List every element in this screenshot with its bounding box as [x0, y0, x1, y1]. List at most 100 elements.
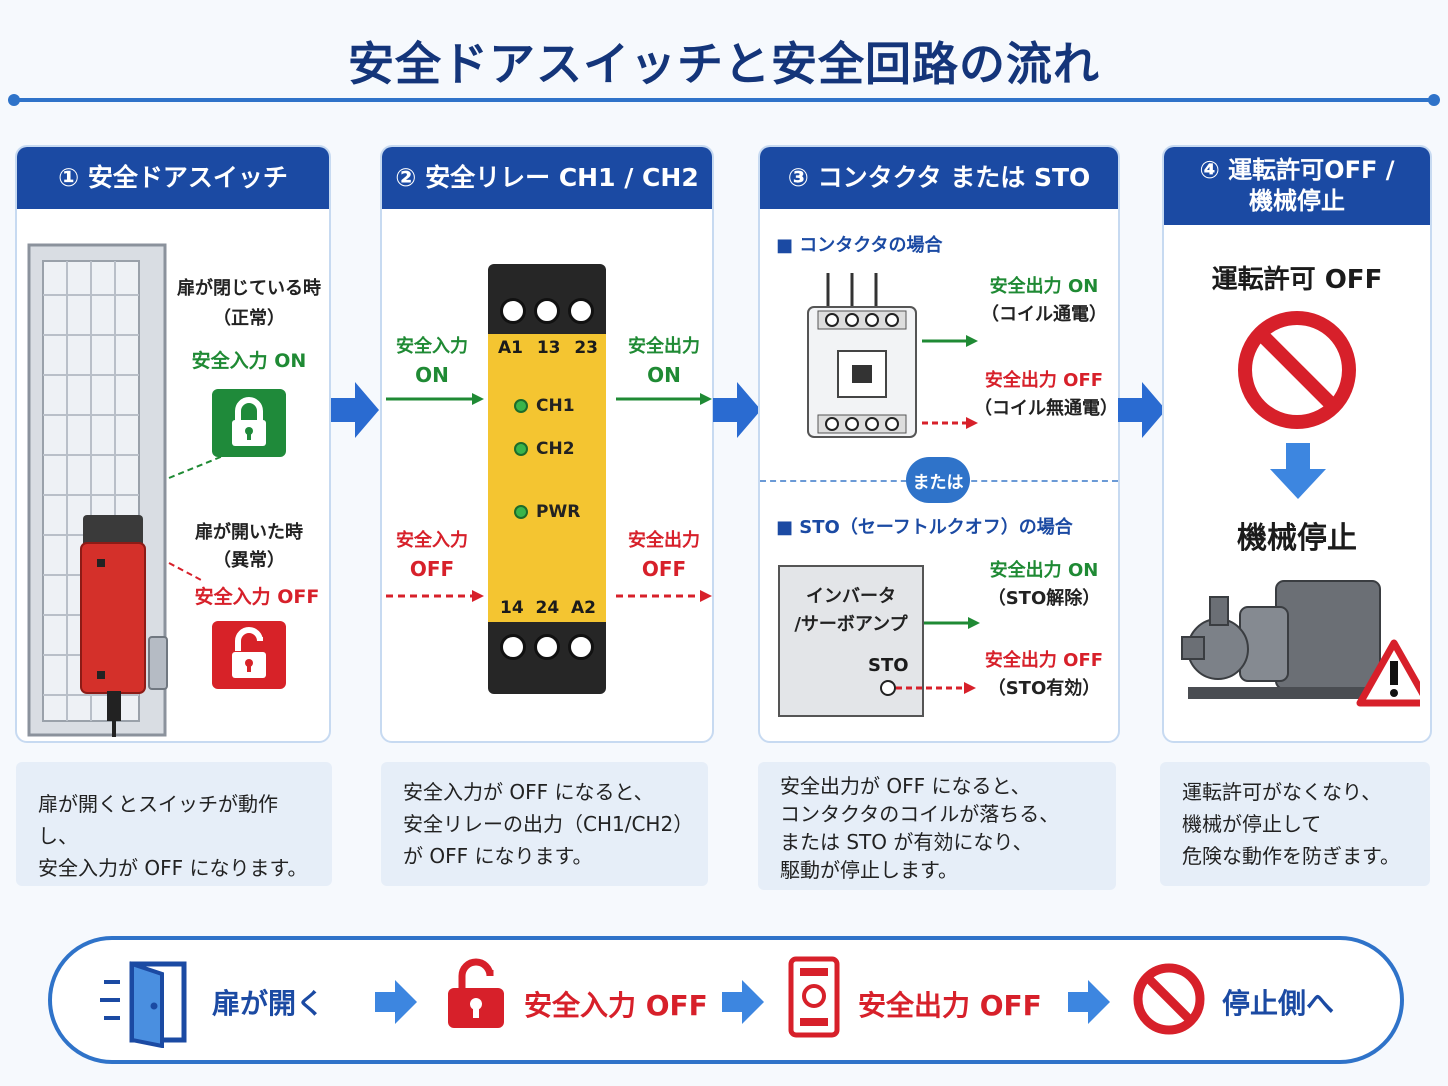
- sto-on-label: 安全出力 ON: [989, 560, 1099, 581]
- flow-arrow-3-icon: [1118, 382, 1166, 438]
- relay-output-on-arrow: [616, 393, 712, 405]
- desc-box-4: 運転許可がなくなり、 機械が停止して 危険な動作を防ぎます。: [1160, 762, 1430, 886]
- safety-input-off-label: 安全入力 OFF: [194, 586, 320, 608]
- led-ch2-label: CH2: [536, 439, 575, 459]
- desc-box-3: 安全出力が OFF になると、 コンタクタのコイルが落ちる、 または STO が…: [758, 762, 1116, 890]
- led-indicator-icon: [514, 505, 528, 519]
- sto-case-label: ■ STO（セーフトルクオフ）の場合: [776, 517, 1073, 538]
- door-open-label: 扉が開いた時: [195, 522, 303, 543]
- contactor-off-arrow: [922, 417, 978, 429]
- relay-output-on-label-2: ON: [647, 363, 681, 387]
- door-closed-label: 扉が閉じている時: [177, 278, 321, 299]
- led-indicator-icon: [514, 399, 528, 413]
- safety-input-on-label: 安全入力 ON: [191, 350, 307, 372]
- relay-input-on-label-2: ON: [415, 363, 449, 387]
- door-switch-illustration: [27, 243, 168, 737]
- title-underline: [12, 98, 1436, 102]
- down-arrow-icon: [1270, 443, 1326, 499]
- relay-terminal-screw: [568, 634, 594, 660]
- flow-step-arrow-icon: [722, 980, 764, 1024]
- relay-terminal-screw: [500, 634, 526, 660]
- led-ch2: CH2: [514, 439, 575, 459]
- door-open-note: （異常）: [213, 550, 285, 571]
- contactor-on-label: 安全出力 ON: [989, 276, 1099, 297]
- panel-4-header: ④ 運転許可OFF / 機械停止: [1164, 147, 1430, 225]
- desc-4-line-2: 機械が停止して: [1182, 812, 1322, 836]
- relay-terminal-screw: [568, 298, 594, 324]
- sto-on-arrow: [924, 617, 980, 629]
- relay-input-on-label-1: 安全入力: [396, 336, 468, 357]
- panel-machine-stop: ④ 運転許可OFF / 機械停止 運転許可 OFF 機械停止: [1162, 145, 1432, 743]
- led-ch1-label: CH1: [536, 396, 575, 416]
- desc-box-2: 安全入力が OFF になると、 安全リレーの出力（CH1/CH2） が OFF …: [381, 762, 708, 886]
- desc-4-line-3: 危険な動作を防ぎます。: [1182, 844, 1400, 868]
- sto-on-note: （STO解除）: [987, 588, 1101, 609]
- machine-stop-label: 機械停止: [1237, 521, 1357, 556]
- panel-3-header: ③ コンタクタ または STO: [760, 147, 1118, 209]
- unlock-icon: [448, 958, 504, 1028]
- page-title: 安全ドアスイッチと安全回路の流れ: [348, 37, 1100, 91]
- terminal-label-24: 24: [535, 598, 560, 618]
- inverter-label-1: インバータ: [806, 586, 896, 607]
- sto-off-arrow: [880, 680, 976, 696]
- relay-output-off-arrow: [616, 590, 712, 602]
- terminal-label-a2: A2: [571, 598, 596, 618]
- relay-output-off-label-1: 安全出力: [628, 530, 700, 551]
- desc-1-line-1: 扉が開くとスイッチが動作し、: [38, 792, 278, 848]
- door-closed-note: （正常）: [213, 308, 285, 329]
- contactor-off-label: 安全出力 OFF: [984, 370, 1104, 391]
- led-pwr-label: PWR: [536, 502, 581, 522]
- led-pwr: PWR: [514, 502, 580, 522]
- relay-yellow-body: A1 13 23 CH1 CH2 PWR 14 24 A2: [488, 334, 606, 622]
- flow-arrow-1-icon: [331, 382, 379, 438]
- contactor-case-label: ■ コンタクタの場合: [776, 235, 943, 256]
- relay-input-off-label-1: 安全入力: [396, 530, 468, 551]
- relay-terminal-screw: [534, 634, 560, 660]
- relay-bottom-terminal-labels: 14 24 A2: [500, 598, 596, 618]
- terminal-label-23: 23: [574, 338, 598, 358]
- safety-relay-module: A1 13 23 CH1 CH2 PWR 14 24 A2: [488, 264, 606, 694]
- door-open-icon: [100, 961, 187, 1048]
- desc-3-line-1: 安全出力が OFF になると、: [780, 774, 1031, 798]
- lock-closed-icon: [212, 389, 286, 457]
- stop-prohibited-icon: [1133, 963, 1205, 1035]
- terminal-label-14: 14: [500, 598, 524, 618]
- flow-step-arrow-icon: [1068, 980, 1110, 1024]
- sto-off-label: 安全出力 OFF: [984, 650, 1104, 671]
- flow-step-2-label: 安全入力 OFF: [524, 989, 708, 1022]
- contactor-on-arrow: [922, 335, 978, 347]
- desc-2-line-3: が OFF になります。: [403, 844, 593, 868]
- desc-3-line-3: または STO が有効になり、: [780, 830, 1033, 854]
- terminal-label-a1: A1: [498, 338, 523, 358]
- panel-contactor-sto: ③ コンタクタ または STO ■ コンタクタの場合 安全出力 ON （コイル通…: [758, 145, 1120, 743]
- switch-link-line-red: [168, 562, 204, 582]
- inverter-box: インバータ /サーボアンプ STO: [778, 565, 924, 717]
- relay-top-terminal-labels: A1 13 23: [498, 338, 598, 358]
- contactor-on-note: （コイル通電）: [981, 304, 1107, 325]
- desc-3-line-2: コンタクタのコイルが落ちる、: [780, 802, 1060, 826]
- relay-output-icon: [788, 956, 840, 1038]
- sto-off-note: （STO有効）: [987, 678, 1101, 699]
- flow-step-arrow-icon: [375, 980, 417, 1024]
- switch-link-line-green: [168, 455, 224, 479]
- desc-1-line-2: 安全入力が OFF になります。: [38, 856, 308, 880]
- relay-input-off-arrow: [386, 590, 484, 602]
- panel-4-header-line-2: 機械停止: [1249, 187, 1345, 215]
- prohibited-icon: [1238, 311, 1356, 429]
- motor-pump-illustration: [1181, 580, 1420, 707]
- desc-box-1: 扉が開くとスイッチが動作し、 安全入力が OFF になります。: [16, 762, 332, 886]
- contactor-illustration: [807, 273, 917, 438]
- flow-arrow-2-icon: [713, 382, 761, 438]
- flow-step-4-label: 停止側へ: [1222, 987, 1335, 1020]
- desc-3-line-4: 駆動が停止します。: [780, 858, 958, 882]
- relay-output-off-label-2: OFF: [641, 557, 687, 581]
- inverter-label-2: /サーボアンプ: [794, 614, 908, 635]
- permit-off-label: 運転許可 OFF: [1211, 265, 1383, 295]
- panel-1-header: ① 安全ドアスイッチ: [17, 147, 329, 209]
- lock-open-icon: [212, 621, 286, 689]
- terminal-label-13: 13: [536, 338, 561, 358]
- title-line-dot-right: [1428, 94, 1440, 106]
- led-indicator-icon: [514, 442, 528, 456]
- relay-input-on-arrow: [386, 393, 484, 405]
- relay-input-off-label-2: OFF: [409, 557, 455, 581]
